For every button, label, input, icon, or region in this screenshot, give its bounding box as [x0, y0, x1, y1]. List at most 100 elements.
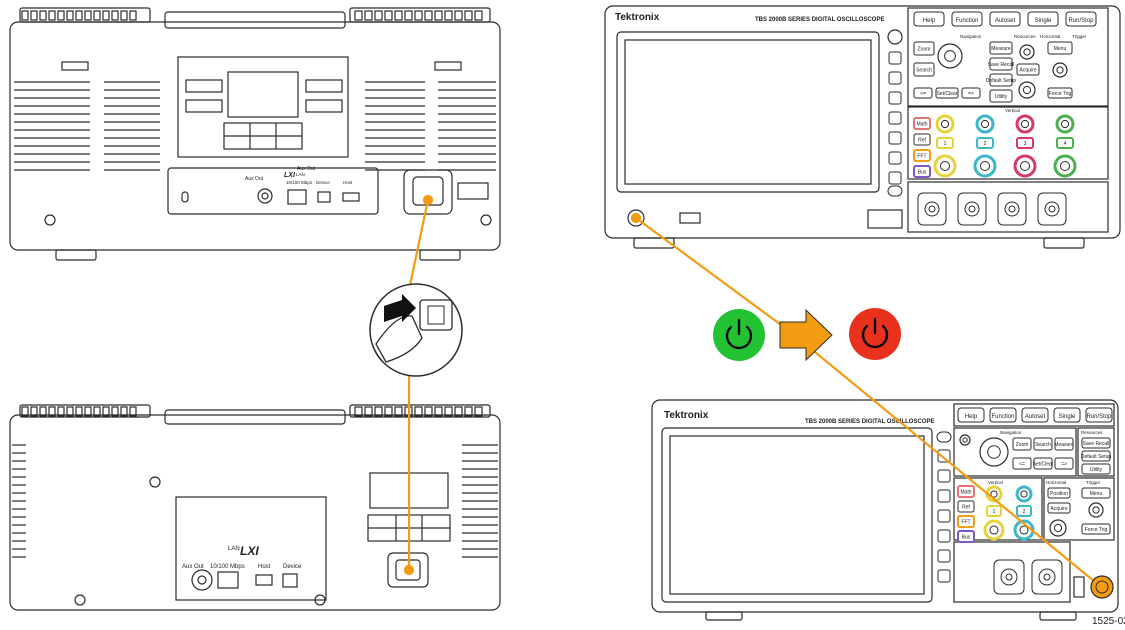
front-top-ch1-position-knob[interactable] — [935, 114, 955, 134]
front-top-ch4-input[interactable] — [1037, 192, 1067, 226]
front-bottom-position-label-button[interactable]: Position — [1047, 487, 1071, 499]
front-bottom-side-menu-button[interactable] — [937, 449, 951, 463]
front-bottom-horizontal-scale-knob[interactable] — [1049, 519, 1067, 537]
front-top-ch2-position-knob[interactable] — [975, 114, 995, 134]
front-bottom-set-clear-button[interactable]: Set/Clear — [1033, 457, 1054, 470]
front-bottom-side-menu-button[interactable] — [937, 529, 951, 543]
front-top-ch1-input[interactable] — [917, 192, 947, 226]
front-bottom-menu-on-off-button[interactable] — [936, 431, 952, 443]
front-top-utility-button[interactable]: Utility — [989, 89, 1013, 103]
front-bottom-mark-prev-button[interactable]: <= — [1012, 457, 1032, 470]
front-bottom-side-menu-button[interactable] — [937, 569, 951, 583]
front-top-ch3-position-knob[interactable] — [1015, 114, 1035, 134]
front-top-button-function[interactable]: Function — [951, 11, 983, 27]
front-top-trigger-level-knob[interactable] — [1052, 62, 1068, 78]
front-top-side-menu-button[interactable] — [888, 71, 902, 85]
front-top-bus-button[interactable]: Bus — [913, 165, 931, 178]
front-bottom-force-trig-button[interactable]: Force Trig — [1081, 523, 1111, 535]
front-bottom-measure-button[interactable]: Measure — [1054, 437, 1074, 451]
front-bottom-power-button[interactable] — [1090, 575, 1114, 599]
front-bottom-mark-next-button[interactable]: => — [1054, 457, 1074, 470]
front-top-resources: Resources — [1014, 34, 1036, 39]
front-top-fft-button[interactable]: FFT — [913, 149, 931, 162]
front-bottom-ch1-scale-knob[interactable] — [983, 519, 1005, 541]
front-bottom-search-button[interactable]: Search — [1033, 437, 1053, 451]
front-top-save-recall-button[interactable]: Save Recall — [988, 57, 1015, 71]
front-top-horizontal-position-knob[interactable] — [1019, 44, 1035, 60]
front-top-ch2-scale-knob[interactable] — [973, 154, 997, 178]
front-bottom-ch2-position-knob[interactable] — [1015, 485, 1033, 503]
front-top-button-autoset[interactable]: Autoset — [989, 11, 1021, 27]
front-bottom-default-setup-button[interactable]: Default Setup — [1081, 450, 1112, 462]
front-top-ch3-input[interactable] — [997, 192, 1027, 226]
front-top-ch4-position-knob[interactable] — [1055, 114, 1075, 134]
front-bottom-button-help[interactable]: Help — [957, 407, 985, 423]
front-bottom-navigation-knob[interactable] — [979, 437, 1009, 467]
front-bottom-side-menu-button[interactable] — [937, 489, 951, 503]
front-top-ch1-scale-knob[interactable] — [933, 154, 957, 178]
front-top-mark-prev-button[interactable]: <= — [913, 87, 933, 99]
front-top-ch3-button[interactable]: 3 — [1016, 137, 1034, 149]
front-bottom-ch2-scale-knob[interactable] — [1013, 519, 1035, 541]
front-bottom-button-run-stop[interactable]: Run/Stop — [1085, 407, 1113, 423]
front-bottom-side-menu-button[interactable] — [937, 549, 951, 563]
front-top-force-trig-button[interactable]: Force Trig — [1047, 87, 1073, 99]
front-top-measure-button[interactable]: Measure — [989, 41, 1013, 55]
front-top-mark-next-button[interactable]: => — [961, 87, 981, 99]
front-top-side-menu-button[interactable] — [888, 51, 902, 65]
front-top-math-button[interactable]: Math — [913, 117, 931, 130]
front-bottom-aux-knob[interactable] — [959, 434, 971, 446]
front-top-acquire-button[interactable]: Acquire — [1016, 63, 1040, 76]
front-bottom-position-label-button-label: Position — [1050, 491, 1068, 497]
front-top-side-menu-button[interactable] — [888, 91, 902, 105]
front-bottom-menu-button[interactable]: Menu — [1081, 487, 1111, 499]
front-top-ch4-scale-knob[interactable] — [1053, 154, 1077, 178]
rear-bottom-lan-speed-label: 10/100 Mbps — [210, 564, 245, 570]
front-top-side-menu-button[interactable] — [888, 151, 902, 165]
front-bottom-ch2-input[interactable] — [1031, 559, 1063, 595]
front-bottom-utility-button[interactable]: Utility — [1081, 463, 1111, 475]
front-top-search-button[interactable]: Search — [913, 62, 935, 77]
front-bottom-zoom-button[interactable]: Zoom — [1012, 437, 1032, 451]
front-top-side-menu-button[interactable] — [888, 171, 902, 185]
front-bottom-ch2-button[interactable]: 2 — [1016, 505, 1032, 517]
front-bottom-save-recall-button[interactable]: Save Recall — [1081, 437, 1111, 449]
front-bottom-ch1-button[interactable]: 1 — [986, 505, 1002, 517]
front-top-set-clear-button[interactable]: Set/Clear — [935, 87, 959, 99]
front-top-menu-on-off-button[interactable] — [887, 185, 903, 197]
front-top-ref-button[interactable]: Ref — [913, 133, 931, 146]
front-bottom-button-single[interactable]: Single — [1053, 407, 1081, 423]
front-top-ch2-input[interactable] — [957, 192, 987, 226]
front-top-utility-button-label: Utility — [995, 94, 1008, 100]
front-bottom-fft-button[interactable]: FFT — [957, 515, 975, 528]
front-top-button-single[interactable]: Single — [1027, 11, 1059, 27]
power-plug-callout — [369, 283, 463, 377]
front-bottom-side-menu-button[interactable] — [937, 469, 951, 483]
front-top-menu-button[interactable]: Menu — [1047, 41, 1073, 55]
front-top-navigation-knob[interactable] — [937, 43, 963, 69]
front-bottom-math-button[interactable]: Math — [957, 485, 975, 498]
front-bottom-ref-button[interactable]: Ref — [957, 500, 975, 513]
front-bottom-trigger-level-knob[interactable] — [1088, 502, 1104, 518]
front-top-ch4-button[interactable]: 4 — [1056, 137, 1074, 149]
front-top-side-menu-button[interactable] — [888, 111, 902, 125]
transition-arrow — [779, 308, 833, 362]
front-top-default-setup-button[interactable]: Default Setup — [986, 73, 1017, 87]
front-top-zoom-button[interactable]: Zoom — [913, 41, 935, 56]
front-top-side-menu-button[interactable] — [888, 131, 902, 145]
front-bottom-side-menu-button[interactable] — [937, 509, 951, 523]
front-top-button-run-stop[interactable]: Run/Stop — [1065, 11, 1097, 27]
front-top-ch1-button[interactable]: 1 — [936, 137, 954, 149]
front-top-horizontal-scale-knob[interactable] — [1018, 81, 1036, 99]
front-bottom-bus-button[interactable]: Bus — [957, 530, 975, 543]
front-bottom-ch1-input[interactable] — [993, 559, 1025, 595]
front-bottom-zoom-button-label: Zoom — [1016, 442, 1029, 448]
front-bottom-button-function[interactable]: Function — [989, 407, 1017, 423]
front-top-zoom-button-label: Zoom — [918, 47, 931, 53]
front-top-ch2-button[interactable]: 2 — [976, 137, 994, 149]
front-top-ch3-scale-knob[interactable] — [1013, 154, 1037, 178]
front-bottom-acquire-button[interactable]: Acquire — [1047, 502, 1071, 514]
front-top-button-help[interactable]: Help — [913, 11, 945, 27]
front-bottom-button-autoset[interactable]: Autoset — [1021, 407, 1049, 423]
